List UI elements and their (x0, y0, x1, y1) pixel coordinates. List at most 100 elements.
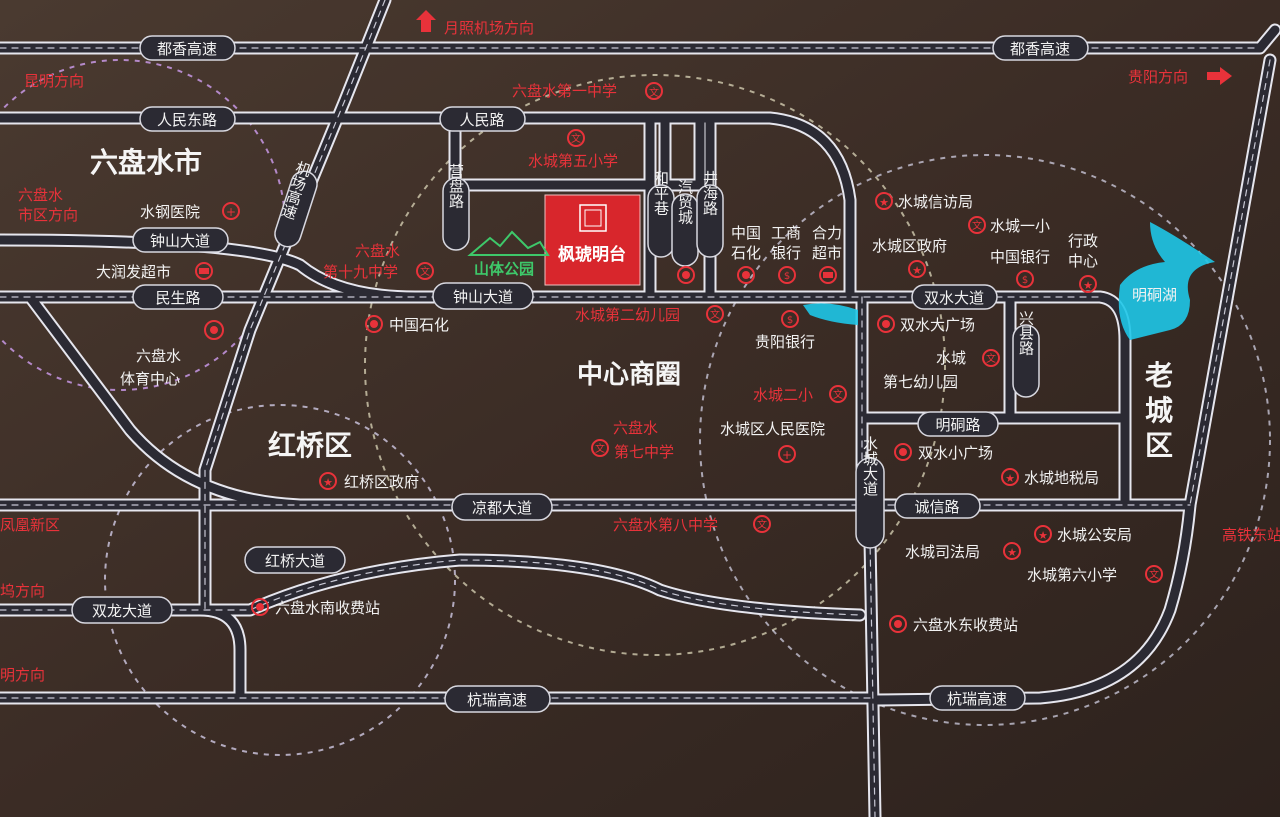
shopping-icon (819, 266, 837, 284)
school-icon: 文 (829, 385, 847, 403)
poi-shuangshui-plaza: 双水大广场 (900, 316, 975, 334)
stadium-icon (204, 320, 224, 340)
svg-text:杭瑞高速: 杭瑞高速 (947, 690, 1007, 708)
svg-text:双龙大道: 双龙大道 (92, 602, 152, 620)
road-label-shuicheng: 水城大道 (855, 436, 885, 549)
mountain-park: 山体公园 (467, 230, 550, 278)
svg-text:★: ★ (1005, 472, 1015, 485)
road-label-hangrui-right: 杭瑞高速 (929, 685, 1026, 711)
poi-shuangshui-small: 双水小广场 (918, 444, 993, 462)
svg-text:+: + (782, 448, 792, 462)
district-old-city-3: 区 (1145, 429, 1173, 462)
direction-fenghuang: 凤凰新区 (0, 516, 60, 534)
poi-police: 水城公安局 (1057, 526, 1132, 544)
road-label-zhongshan-mid: 钟山大道 (432, 282, 534, 310)
poi-admin-center-2: 中心 (1068, 252, 1098, 270)
landmark-icon (877, 315, 895, 333)
svg-text:钟山大道: 钟山大道 (453, 288, 513, 306)
direction-kunming: 昆明方向 (24, 72, 84, 90)
district-liupanshui: 六盘水市 (90, 146, 202, 179)
district-hongqiao: 红桥区 (268, 429, 352, 462)
svg-text:月照机场方向: 月照机场方向 (444, 19, 534, 37)
svg-text:+: + (226, 205, 236, 219)
road-label-renmin-east: 人民东路 (139, 106, 236, 132)
svg-text:文: 文 (757, 518, 767, 531)
poi-guiyang-bank: 贵阳银行 (755, 333, 815, 351)
svg-text:★: ★ (323, 476, 333, 489)
svg-text:双水大道: 双水大道 (924, 289, 984, 307)
gas-station-icon (365, 315, 383, 333)
school-icon: 文 (645, 82, 663, 100)
svg-text:文: 文 (649, 86, 659, 99)
poi-no8-middle: 六盘水第八中学 (613, 516, 718, 534)
poi-no19-middle-1: 六盘水 (355, 242, 400, 260)
toll-station-icon (889, 615, 907, 633)
road-label-yingpan: 营盘路 (442, 164, 470, 251)
poi-heli-2: 超市 (812, 244, 842, 262)
bank-icon: $ (778, 266, 796, 284)
svg-text:★: ★ (1083, 279, 1093, 292)
road-label-chengxin: 诚信路 (894, 493, 981, 519)
svg-text:★: ★ (1038, 529, 1048, 542)
poi-district-gov: 水城区政府 (872, 237, 947, 255)
school-icon: 文 (567, 129, 585, 147)
road-label-mingtong: 明硐路 (917, 411, 999, 437)
bank-icon: $ (1016, 270, 1034, 288)
svg-text:★: ★ (1007, 546, 1017, 559)
poi-xinfang: 水城信访局 (898, 193, 973, 211)
svg-text:文: 文 (986, 352, 996, 365)
toll-station-icon (251, 598, 269, 616)
svg-text:人民路: 人民路 (459, 111, 504, 129)
gov-icon: ★ (1079, 275, 1097, 293)
road-label-heping: 和平巷 (647, 171, 675, 258)
poi-no2-primary: 水城二小 (753, 386, 813, 404)
poi-icbc-1: 工商 (771, 224, 801, 242)
poi-sinopec-upper-1: 中国 (731, 224, 761, 242)
district-old-city-1: 老 (1145, 359, 1173, 392)
poi-sports-2: 体育中心 (120, 370, 180, 388)
road-label-liangdu: 凉都大道 (451, 493, 553, 521)
direction-lps-city-1: 六盘水 (18, 186, 63, 204)
svg-text:$: $ (784, 271, 790, 282)
svg-text:文: 文 (972, 219, 982, 232)
road-label-shuanglong: 双龙大道 (71, 596, 173, 624)
small-lake-shape (803, 303, 858, 325)
poi-sinopec-upper-2: 石化 (731, 244, 761, 262)
poi-boc: 中国银行 (990, 248, 1050, 266)
poi-kinder2: 水城第二幼儿园 (575, 306, 680, 324)
poi-kinder7-2: 第七幼儿园 (883, 373, 958, 391)
svg-text:红桥大道: 红桥大道 (265, 552, 325, 570)
poi-admin-center-1: 行政 (1068, 232, 1098, 250)
direction-airport-left: 坞方向 (0, 582, 45, 600)
poi-justice: 水城司法局 (905, 543, 980, 561)
mingtong-lake-label: 明硐湖 (1132, 286, 1177, 304)
svg-text:文: 文 (1149, 568, 1159, 581)
direction-ming-left: 明方向 (0, 666, 45, 684)
school-icon: 文 (706, 305, 724, 323)
svg-text:文: 文 (595, 442, 605, 455)
poi-sports-1: 六盘水 (136, 347, 181, 365)
svg-text:和平巷: 和平巷 (652, 171, 670, 216)
school-icon: 文 (591, 439, 609, 457)
svg-text:文: 文 (710, 308, 720, 321)
gov-icon: ★ (908, 260, 926, 278)
poi-heli-1: 合力 (812, 224, 842, 242)
hospital-icon: + (222, 202, 240, 220)
gov-icon: ★ (319, 472, 337, 490)
school-icon: 文 (968, 216, 986, 234)
road-label-duxiang-right: 都香高速 (992, 35, 1089, 61)
svg-text:诚信路: 诚信路 (914, 498, 959, 516)
road-label-zhongshan-left: 钟山大道 (132, 227, 229, 253)
direction-lps-city-2: 市区方向 (18, 206, 78, 224)
svg-text:营盘路: 营盘路 (447, 164, 465, 209)
gov-icon: ★ (1034, 525, 1052, 543)
direction-gaotie: 高铁东站 (1222, 526, 1280, 544)
poi-shangang-hospital: 水钢医院 (140, 203, 200, 221)
gas-station-icon (737, 266, 755, 284)
district-center: 中心商圈 (577, 359, 681, 390)
poi-no7-middle-1: 六盘水 (613, 419, 658, 437)
road-label-jinghai: 井海路 (696, 171, 724, 258)
school-icon: 文 (982, 349, 1000, 367)
